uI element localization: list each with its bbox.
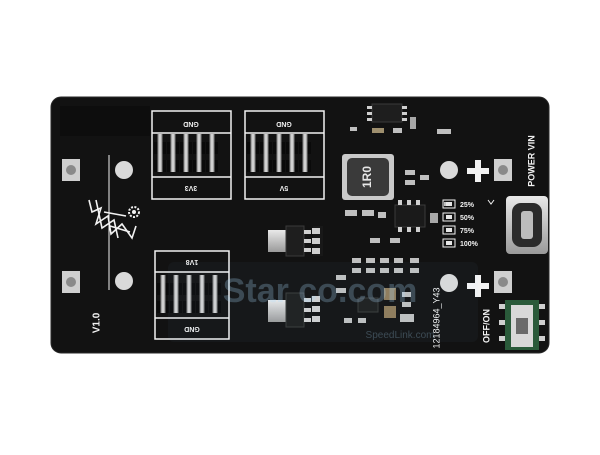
label-5v: 5V: [279, 184, 288, 191]
label-100-percent: 100%: [460, 241, 479, 248]
label-power-vin: POWER VIN: [526, 135, 536, 187]
header-pin: [170, 134, 176, 154]
label-version: V1.0: [92, 312, 103, 333]
header-box-3v3: [151, 110, 232, 200]
header-pin: [276, 134, 282, 154]
power-switch: [499, 300, 545, 350]
watermark-line-2: SpeedLink.com: [366, 330, 435, 341]
header-pin: [209, 152, 215, 172]
header-pin: [160, 275, 166, 295]
mounting-hole: [440, 274, 458, 292]
smd-parts-lower: [336, 258, 419, 323]
header-pin: [289, 134, 295, 154]
watermark-line-1: Star co.com: [223, 272, 418, 310]
header-pin: [160, 293, 166, 313]
watermark: Star co.com SpeedLink.com: [223, 272, 435, 341]
label-50-percent: 50%: [460, 215, 475, 222]
header-pin: [250, 152, 256, 172]
header-pin: [199, 275, 205, 295]
header-pin: [196, 134, 202, 154]
plus-icon: [467, 160, 489, 182]
label-25-percent: 25%: [460, 202, 475, 209]
header-pin: [212, 293, 218, 313]
ic-top: [367, 103, 407, 123]
mounting-screw: [498, 277, 508, 287]
header-pin: [302, 152, 308, 172]
header-pin: [196, 152, 202, 172]
header-pin: [302, 134, 308, 154]
header-pin: [173, 275, 179, 295]
header-pin: [289, 152, 295, 172]
mounting-hole: [440, 161, 458, 179]
smd-parts-top: [350, 117, 451, 134]
pin-headers: [154, 134, 311, 313]
battery-led-indicators: 25% 50% 75% 100%: [442, 199, 495, 248]
mounting-hole: [115, 272, 133, 290]
header-box-5v: [244, 110, 325, 200]
label-3v3: 3V3: [185, 184, 198, 191]
mounting-hole: [115, 161, 133, 179]
header-pin: [263, 152, 269, 172]
label-75-percent: 75%: [460, 228, 475, 235]
inductor: 1R0: [342, 154, 394, 200]
header-pin: [170, 152, 176, 172]
label-gnd-bottom: GND: [184, 325, 200, 332]
label-off-on: OFF/ON: [481, 309, 491, 343]
plus-icon: [467, 275, 489, 297]
smd-parts-mid: [345, 170, 448, 243]
mounting-screw: [66, 165, 76, 175]
header-pin: [263, 134, 269, 154]
label-gnd-top-right: GND: [276, 120, 292, 127]
header-pin: [199, 293, 205, 313]
header-pin: [250, 134, 256, 154]
label-gnd-top-left: GND: [183, 120, 199, 127]
mounting-screw: [498, 165, 508, 175]
header-pin: [173, 293, 179, 313]
header-pin: [186, 293, 192, 313]
label-serial: 12184964_Y43: [431, 287, 441, 348]
header-box-1v8: [154, 250, 230, 340]
header-pin: [212, 275, 218, 295]
header-pin: [183, 134, 189, 154]
header-pin: [276, 152, 282, 172]
gear-icon: [128, 206, 140, 218]
logo-icon: [88, 199, 137, 240]
usb-c-port: [506, 196, 548, 254]
header-pin: [183, 152, 189, 172]
label-1v8: 1V8: [186, 258, 199, 265]
regulator-bottom: [268, 292, 320, 328]
header-pin: [209, 134, 215, 154]
header-pin: [186, 275, 192, 295]
regulator-top: [268, 225, 323, 257]
mounting-pads: [62, 159, 512, 293]
mounting-screw: [66, 277, 76, 287]
header-pin: [157, 152, 163, 172]
inductor-marking: 1R0: [360, 166, 374, 188]
header-pin: [157, 134, 163, 154]
